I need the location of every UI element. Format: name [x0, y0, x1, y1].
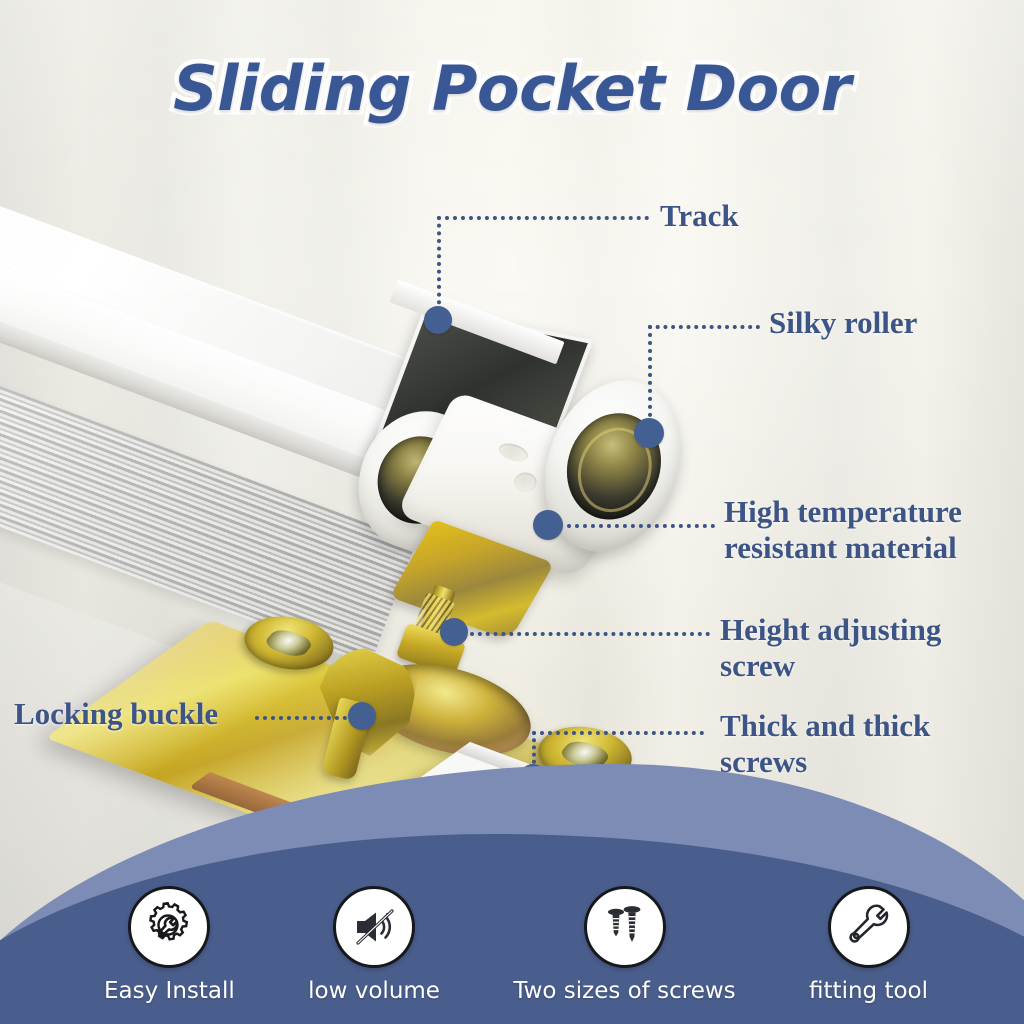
leader-line-thick-screws-horizontal	[532, 731, 704, 735]
leader-line-high-temp	[567, 524, 715, 528]
leader-line-silky-roller-horizontal	[648, 325, 760, 329]
callout-label-height-screw: Height adjusting screw	[720, 612, 942, 683]
leader-dot-high-temp	[533, 510, 563, 540]
leader-dot-track	[424, 306, 452, 334]
leader-line-locking-buckle	[255, 716, 355, 720]
feature-label: low volume	[308, 978, 440, 1004]
leader-line-track-vertical	[437, 216, 441, 312]
callout-label-track: Track	[660, 198, 739, 233]
gear-wrench-icon	[128, 886, 211, 968]
callout-label-thick-screws: Thick and thick screws	[720, 708, 931, 779]
callout-label-locking-buckle: Locking buckle	[14, 696, 219, 731]
callout-label-high-temp: High temperature resistant material	[724, 494, 962, 565]
feature-label: Easy Install	[104, 978, 235, 1004]
feature-label: Two sizes of screws	[513, 978, 736, 1004]
leader-line-height-screw	[470, 632, 710, 636]
feature-two-sizes-of-screws[interactable]: Two sizes of screws	[513, 886, 736, 1004]
page-title: Sliding Pocket Door	[169, 48, 856, 130]
leader-line-silky-roller-vertical	[648, 325, 652, 425]
two-screws-icon	[583, 886, 666, 968]
callout-label-silky-roller: Silky roller	[769, 305, 918, 340]
feature-fitting-tool[interactable]: fitting tool	[809, 886, 928, 1004]
muted-speaker-icon	[333, 886, 416, 968]
wrench-icon	[827, 886, 910, 968]
feature-label: fitting tool	[809, 978, 928, 1004]
leader-dot-height-screw	[440, 618, 468, 646]
leader-line-track-horizontal	[437, 216, 649, 220]
feature-easy-install[interactable]: Easy Install	[104, 886, 235, 1004]
feature-low-volume[interactable]: low volume	[308, 886, 440, 1004]
feature-bar: Easy Install low volume	[0, 886, 1024, 1004]
leader-dot-silky-roller	[634, 418, 664, 448]
leader-dot-locking-buckle	[348, 702, 376, 730]
leader-line-thick-screws-vertical	[532, 731, 536, 771]
